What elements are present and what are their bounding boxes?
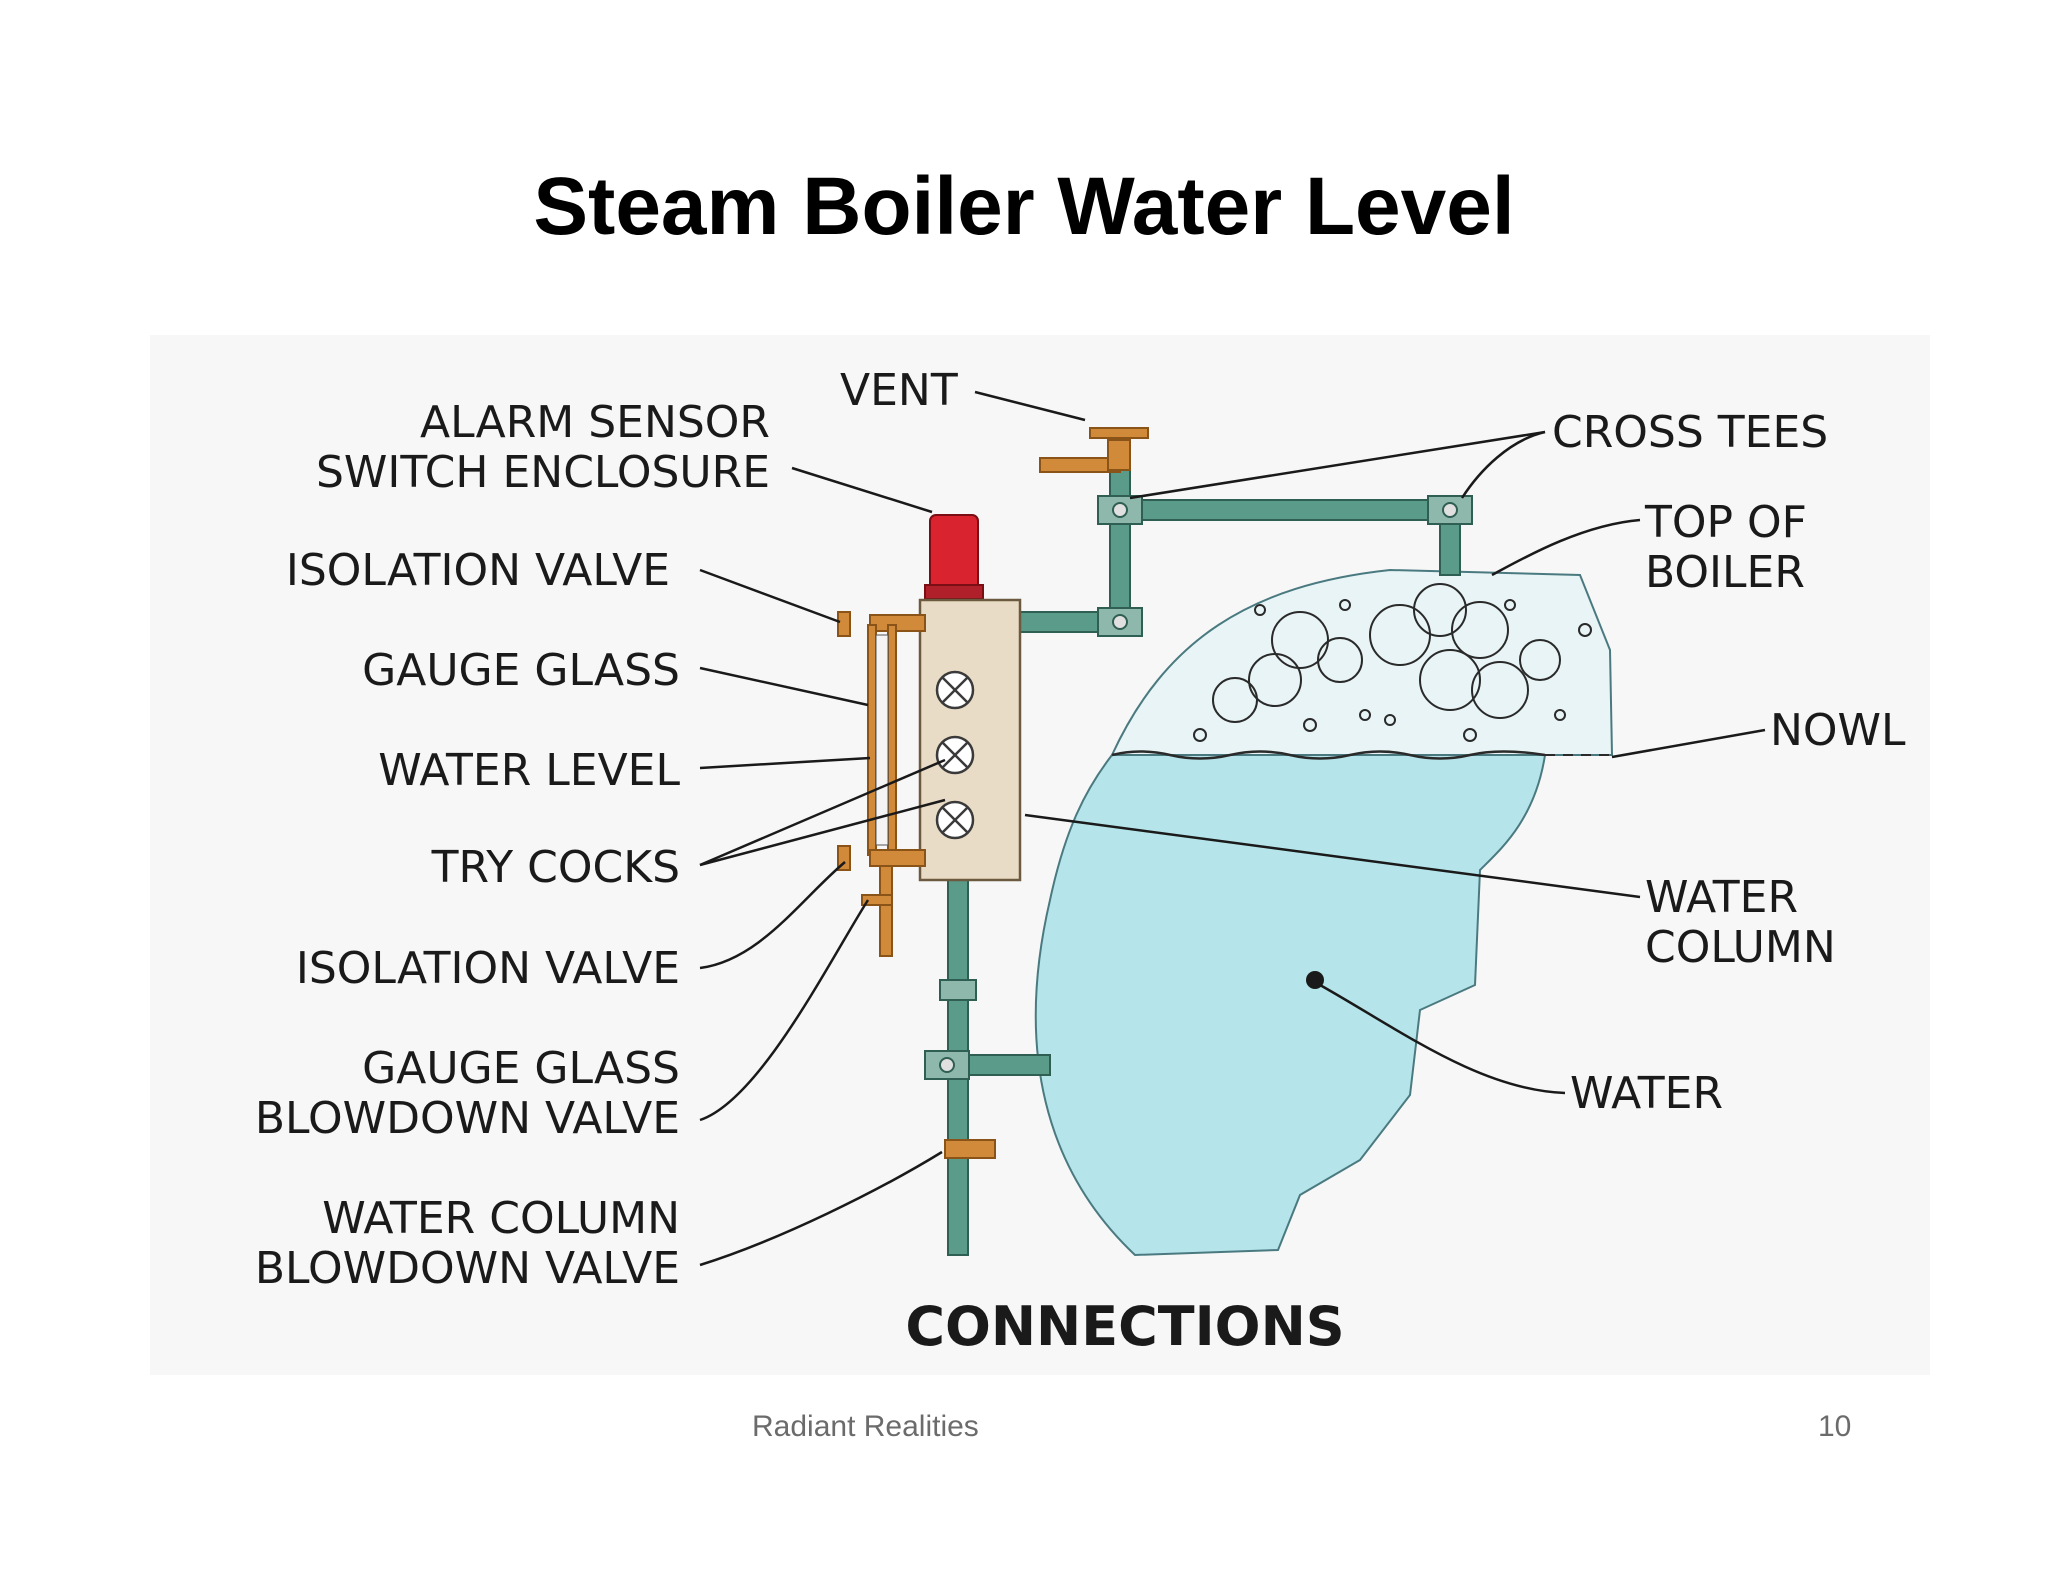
gauge-glass-drain xyxy=(879,865,893,957)
normal-water-level-line xyxy=(1111,750,1546,760)
gauge-glass-tube xyxy=(875,634,889,846)
vent-valve xyxy=(1039,427,1149,473)
alarm-sensor-switch-enclosure xyxy=(929,514,979,591)
label-boiler: BOILER xyxy=(1645,547,1805,598)
page-number: 10 xyxy=(1818,1410,1852,1443)
diagram-background xyxy=(150,335,1930,1375)
left-labels: VENT ALARM SENSOR SWITCH ENCLOSURE ISOLA… xyxy=(255,365,958,1294)
label-gauge-glass-blowdown-2: BLOWDOWN VALVE xyxy=(255,1093,680,1144)
label-water-column-2: COLUMN xyxy=(1645,922,1836,973)
gauge-glass-blowdown-handle xyxy=(861,894,893,906)
leader-lines xyxy=(699,390,1766,1267)
label-isolation-valve-top: ISOLATION VALVE xyxy=(286,545,670,596)
boiler-shell xyxy=(1034,568,1614,1257)
gauge-glass-top-fitting xyxy=(869,614,926,632)
label-gauge-glass-blowdown-1: GAUGE GLASS xyxy=(362,1043,680,1094)
top-pipe xyxy=(1114,499,1461,521)
gauge-glass-bottom-fitting xyxy=(869,849,926,867)
label-nowl: NOWL xyxy=(1770,705,1906,756)
label-water-level: WATER LEVEL xyxy=(378,745,680,796)
label-switch-enclosure: SWITCH ENCLOSURE xyxy=(316,447,770,498)
label-cross-tees: CROSS TEES xyxy=(1552,407,1828,458)
label-vent: VENT xyxy=(840,365,958,416)
footer-source: Radiant Realities xyxy=(752,1410,979,1443)
gauge-glass-assembly xyxy=(837,611,996,1159)
water-leader-dot xyxy=(1306,971,1324,989)
water-column-blowdown-valve xyxy=(944,1139,996,1159)
water-column-body xyxy=(918,598,1022,882)
label-water-column-blowdown-2: BLOWDOWN VALVE xyxy=(255,1243,680,1294)
label-isolation-valve-bottom: ISOLATION VALVE xyxy=(296,943,680,994)
gauge-glass-right-tube xyxy=(887,624,897,856)
label-gauge-glass: GAUGE GLASS xyxy=(362,645,680,696)
label-try-cocks: TRY COCKS xyxy=(431,842,680,893)
label-alarm-sensor: ALARM SENSOR xyxy=(420,397,770,448)
label-water: WATER xyxy=(1570,1068,1723,1119)
label-water-column-1: WATER xyxy=(1645,872,1798,923)
cross-tee-fittings xyxy=(924,495,1473,1080)
label-water-column-blowdown-1: WATER COLUMN xyxy=(322,1193,680,1244)
label-top-of: TOP OF xyxy=(1644,497,1807,548)
boiler-water xyxy=(1034,754,1547,1257)
isolation-valve-top-handle xyxy=(837,611,851,637)
diagram-caption: CONNECTIONS xyxy=(905,1295,1344,1358)
steam-bubbles xyxy=(1193,583,1592,742)
right-labels: CROSS TEES TOP OF BOILER NOWL WATER COLU… xyxy=(1552,407,1906,1119)
slide-title: Steam Boiler Water Level xyxy=(533,161,1515,252)
piping xyxy=(924,454,1473,1256)
alarm-sensor-base xyxy=(924,584,984,600)
